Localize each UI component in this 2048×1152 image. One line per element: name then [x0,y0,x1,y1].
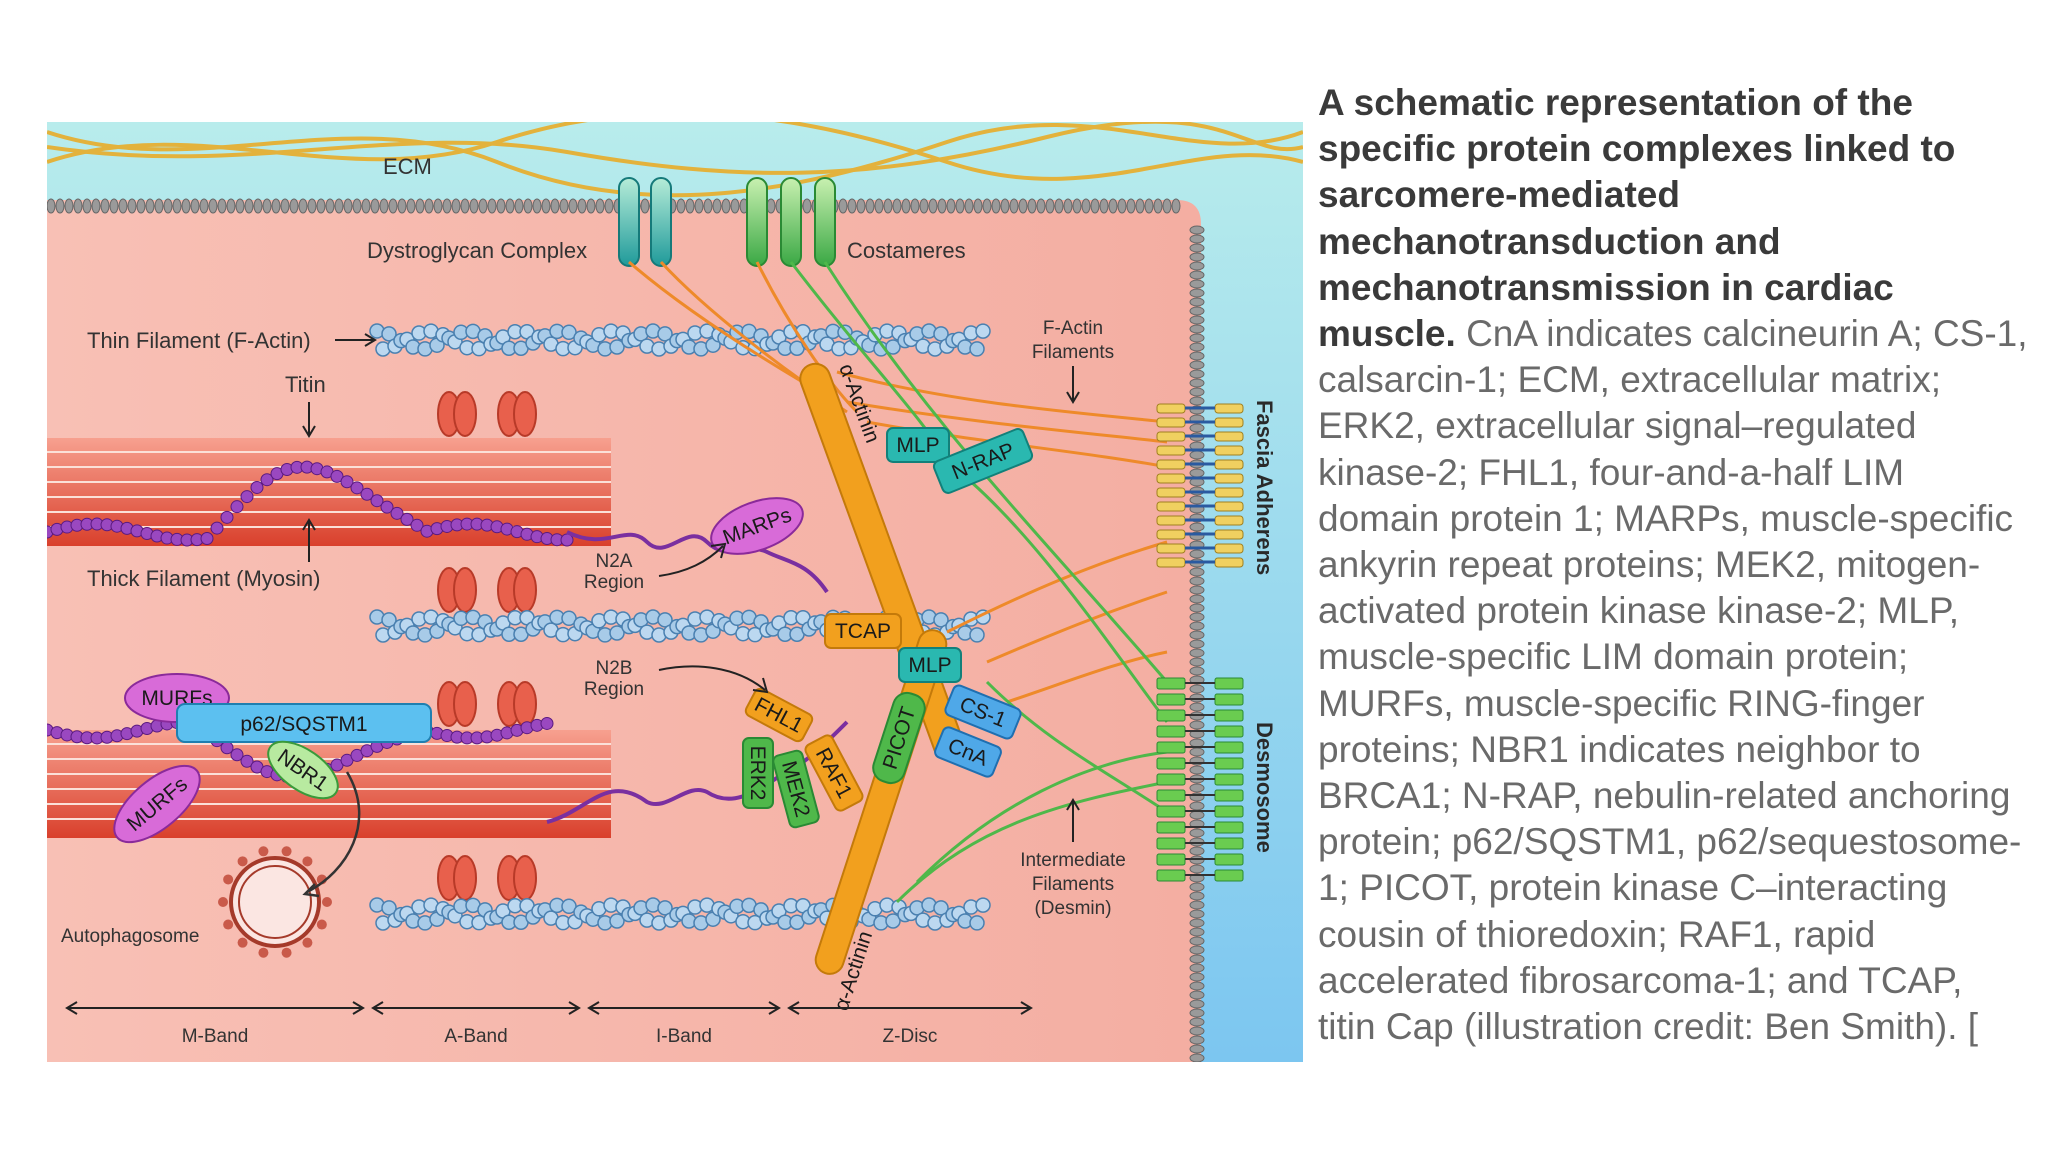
intermediate-label-1: Intermediate [1020,850,1126,871]
f-actin-label-1: F-Actin [1043,318,1103,339]
mlp-mid-badge: MLP [898,647,962,683]
p62-badge: p62/SQSTM1 [176,703,432,743]
caption-title: A schematic representation of the specif… [1318,82,1956,355]
erk2-label: ERK2 [746,746,769,801]
autophagosome-label: Autophagosome [61,926,199,947]
marps-badge: MARPs [710,497,804,555]
z-disc-label: Z-Disc [883,1026,938,1047]
nbr1-badge: NBR1 [267,740,339,800]
titin [40,460,574,784]
ecm-label: ECM [383,154,432,179]
n2a-label-1: N2A [596,551,633,572]
caption-body: CnA indicates calcineurin A; CS-1, calsa… [1318,313,2028,1048]
thin-filament-label: Thin Filament (F-Actin) [87,328,311,353]
a-band-label: A-Band [444,1026,507,1047]
fascia-adherens [1156,403,1244,568]
erk2-badge: ERK2 [742,737,774,809]
dystroglycan-complex [618,177,672,267]
thick-filament-label: Thick Filament (Myosin) [87,566,320,591]
autophagosome [218,846,332,958]
costameres-label: Costameres [847,238,966,263]
myosin-heads [437,391,537,901]
sarcolemma-right [1189,225,1205,1063]
costameres [746,177,836,267]
titin-label: Titin [285,372,326,397]
band-scale [65,1001,1033,1015]
figure-caption: A schematic representation of the specif… [1318,80,2030,1050]
n2b-label-2: Region [584,679,644,700]
fascia-adherens-label: Fascia Adherens [1252,400,1277,575]
m-band-label: M-Band [182,1026,249,1047]
intermediate-label-3: (Desmin) [1034,898,1111,919]
desmosome-label: Desmosome [1252,722,1277,853]
intermediate-label-2: Filaments [1032,874,1114,895]
dystroglycan-label: Dystroglycan Complex [367,238,587,263]
thin-filaments [369,323,991,931]
mlp-top-label: MLP [896,434,939,457]
n2a-label-2: Region [584,572,644,593]
f-actin-label-2: Filaments [1032,342,1114,363]
sarcomere-diagram: α-Actinin α-Actinin MARPs MURFs MURFs p6… [40,111,1304,1063]
tcap-badge: TCAP [824,613,902,649]
tcap-label: TCAP [835,620,891,643]
nbr1-arrow [306,771,361,894]
p62-label: p62/SQSTM1 [240,713,367,736]
mlp-mid-label: MLP [908,654,951,677]
annotation-arrows [302,333,1080,842]
i-band-label: I-Band [656,1026,712,1047]
picot-badge: PICOT [872,691,926,785]
n2b-label-1: N2B [596,658,633,679]
desmosome [1156,677,1244,882]
mlp-top-badge: MLP [886,427,950,463]
